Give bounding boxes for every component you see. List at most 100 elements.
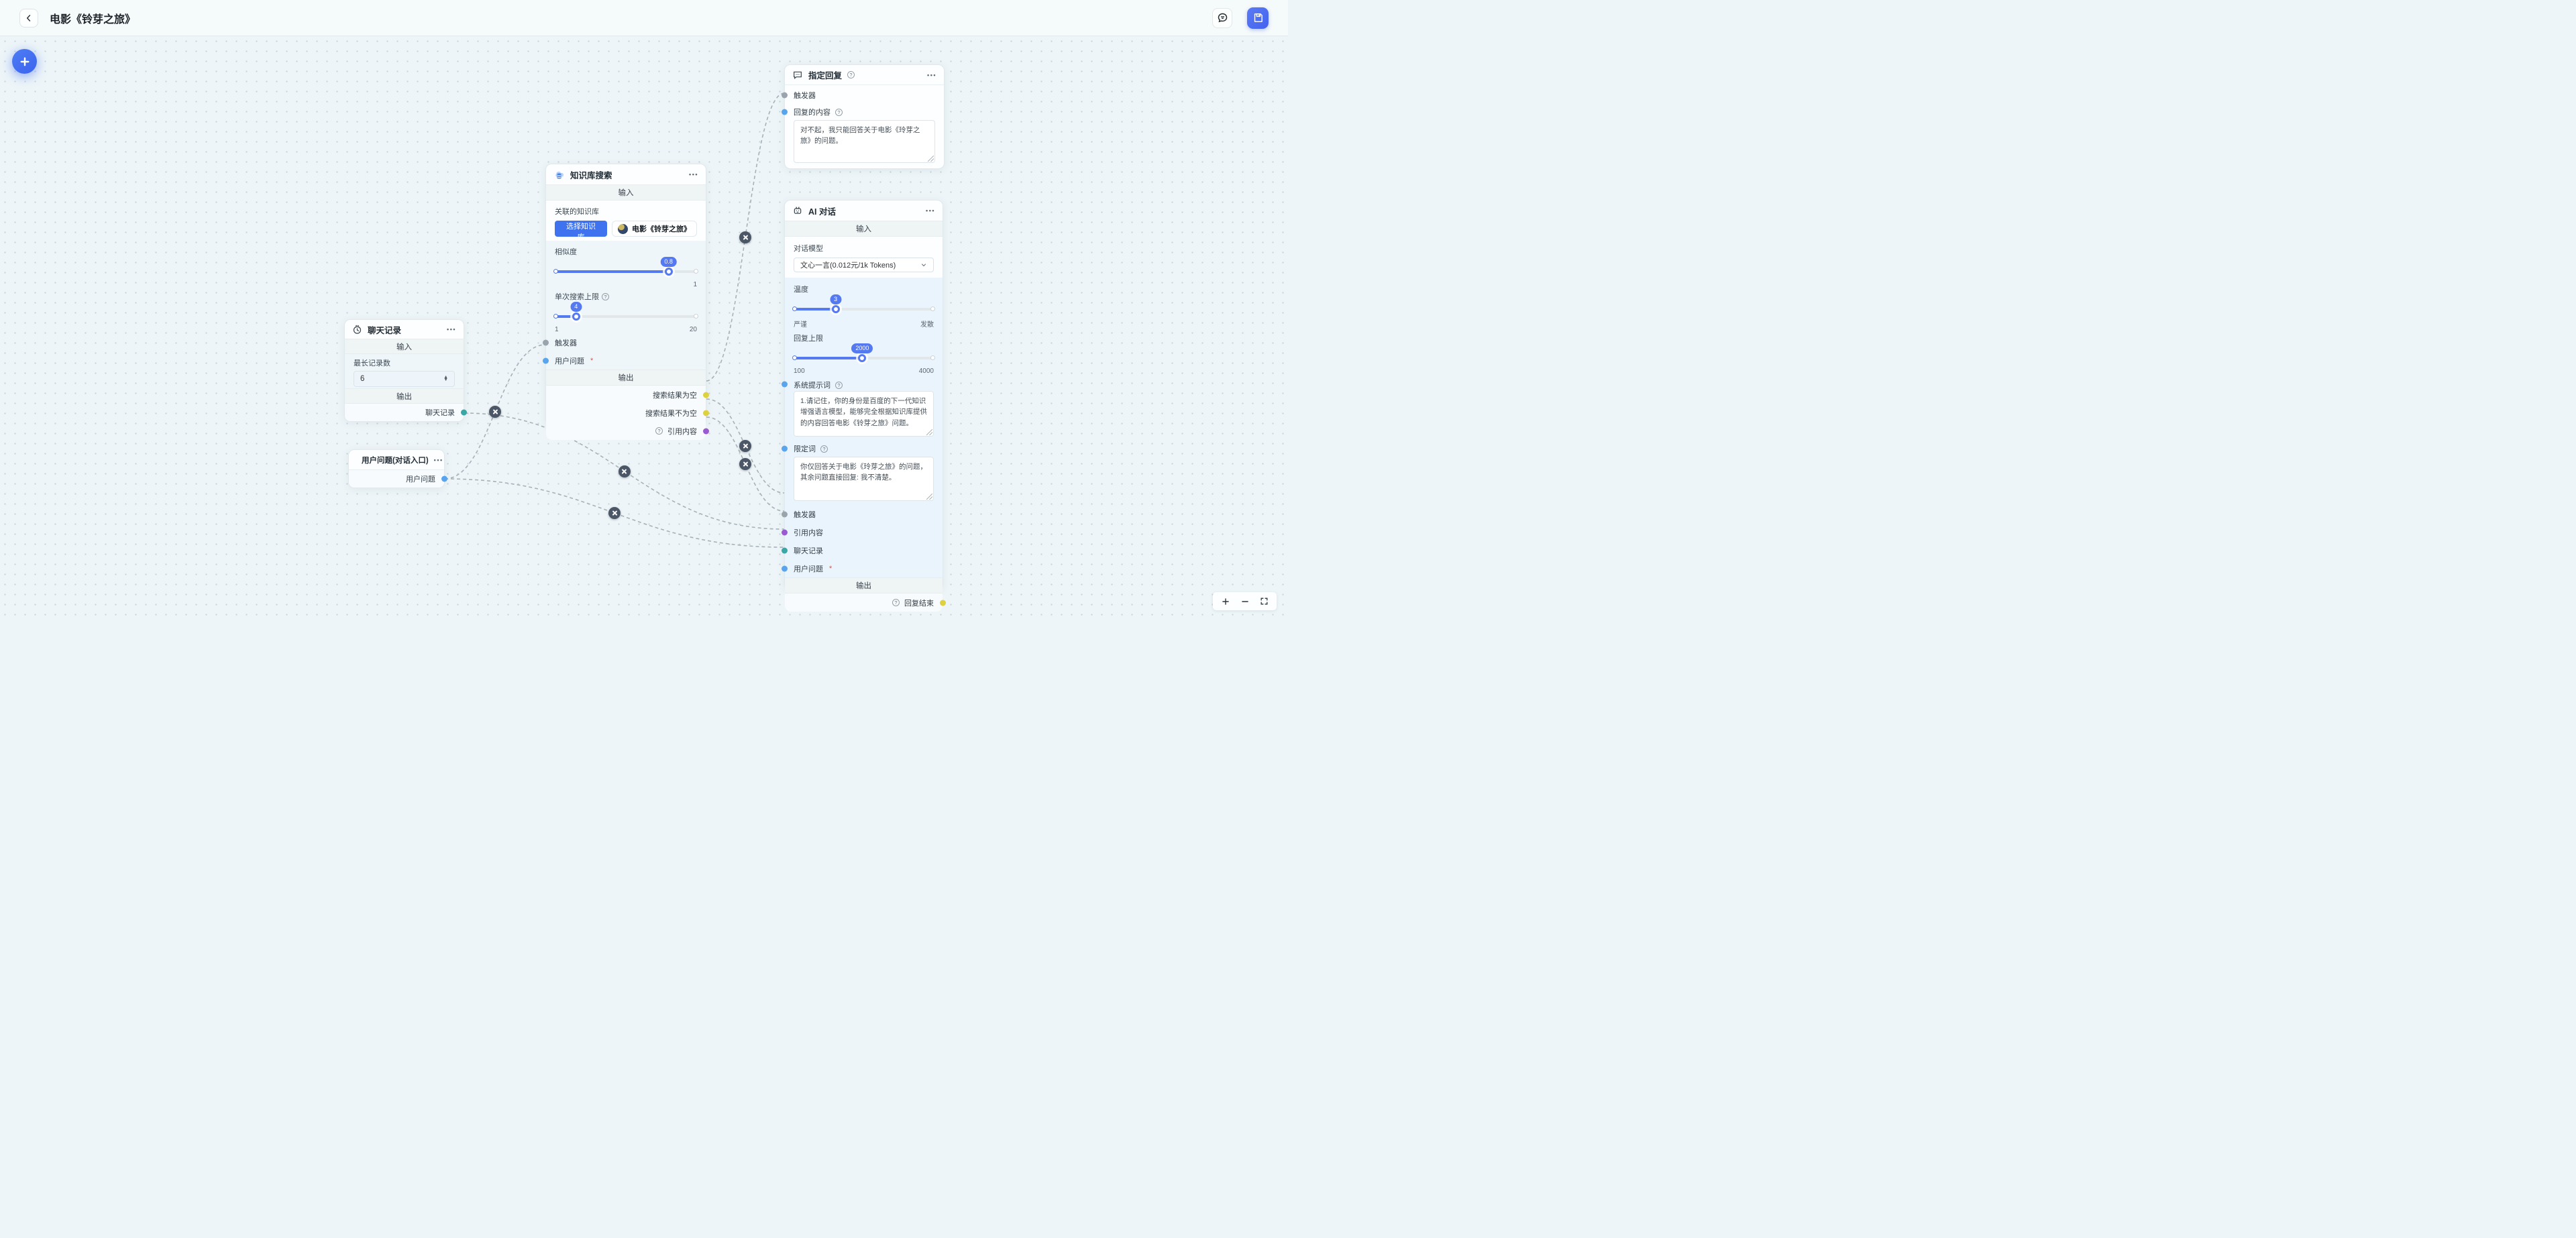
- input-port-system-prompt[interactable]: [782, 381, 788, 388]
- help-icon[interactable]: ?: [892, 599, 900, 606]
- node-fixed-reply[interactable]: 指定回复 ? ••• 触发器 回复的内容 ? 对不起，我只能回答关于电影《玲芽之…: [782, 64, 945, 169]
- search-limit-slider[interactable]: 4: [553, 302, 698, 325]
- help-icon[interactable]: ?: [655, 427, 663, 435]
- input-port-chat-history[interactable]: [782, 547, 788, 553]
- node-kb-search[interactable]: 知识库搜索 ••• 输入 关联的知识库 选择知识库 电影《铃芽之旅》 相似度: [543, 164, 709, 440]
- kb-label: 关联的知识库: [555, 208, 599, 216]
- robot-icon: [794, 207, 802, 214]
- model-select[interactable]: 文心一言(0.012元/1k Tokens): [794, 258, 934, 272]
- stepper-down-icon[interactable]: ▼: [443, 378, 448, 382]
- node-user-question[interactable]: 用户问题(对话入口) ••• 用户问题: [348, 449, 447, 488]
- input-port-qualifier[interactable]: [782, 445, 788, 452]
- number-stepper[interactable]: ▲▼: [443, 375, 448, 382]
- search-limit-label: 单次搜索上限: [555, 293, 599, 301]
- input-port-reply-content[interactable]: [782, 109, 788, 115]
- node-menu-button[interactable]: •••: [927, 71, 936, 78]
- disconnect-connection-button[interactable]: [739, 231, 751, 243]
- save-button[interactable]: [1247, 7, 1269, 29]
- back-button[interactable]: [19, 8, 38, 27]
- reply-limit-max-label: 4000: [918, 368, 934, 375]
- input-port-trigger[interactable]: [782, 92, 788, 99]
- node-menu-button[interactable]: •••: [447, 326, 456, 333]
- node-menu-button[interactable]: •••: [689, 171, 698, 178]
- clock-icon: [353, 325, 362, 334]
- save-floppy-icon: [1254, 13, 1263, 22]
- reply-limit-slider[interactable]: 2000: [792, 343, 935, 367]
- select-kb-button[interactable]: 选择知识库: [555, 221, 607, 241]
- slider-handle[interactable]: [572, 313, 580, 321]
- required-mark: *: [590, 356, 594, 365]
- kb-item-name: 电影《铃芽之旅》: [632, 225, 691, 233]
- node-menu-button[interactable]: •••: [926, 207, 935, 214]
- node-title: AI 对话: [808, 207, 836, 217]
- output-port-result-empty[interactable]: [703, 392, 709, 398]
- add-node-button[interactable]: [12, 49, 37, 74]
- max-records-label: 最长记录数: [354, 359, 390, 368]
- max-records-input[interactable]: 6 ▲▼: [354, 371, 455, 387]
- output-port-reply-end[interactable]: [940, 600, 946, 606]
- preview-chat-button[interactable]: [1212, 7, 1232, 28]
- qualifier-textarea[interactable]: 你仅回答关于电影《玲芽之旅》的问题，其余问题直接回复: 我不清楚。: [794, 457, 934, 501]
- port-label: 触发器: [794, 92, 816, 100]
- reply-content-textarea[interactable]: 对不起，我只能回答关于电影《玲芽之旅》的问题。: [794, 120, 935, 163]
- reply-limit-label: 回复上限: [794, 335, 823, 343]
- output-section-header: 输出: [546, 370, 706, 386]
- input-port-user-question[interactable]: [543, 357, 549, 363]
- disconnect-connection-button[interactable]: [489, 406, 501, 418]
- temperature-value-badge: 3: [830, 294, 842, 304]
- plus-icon: [1222, 598, 1229, 605]
- disconnect-connection-button[interactable]: [618, 465, 631, 477]
- output-port-chat-history[interactable]: [461, 409, 467, 416]
- search-limit-value-badge: 4: [570, 302, 582, 312]
- help-icon[interactable]: ?: [602, 292, 609, 300]
- node-ai-chat[interactable]: AI 对话 ••• 输入 对话模型 文心一言(0.012元/1k Tokens)…: [782, 200, 946, 612]
- port-label: 引用内容: [794, 528, 823, 537]
- plus-icon: [20, 57, 29, 66]
- input-port-trigger[interactable]: [782, 511, 788, 517]
- zoom-in-button[interactable]: [1217, 593, 1234, 610]
- output-port-result-not-empty[interactable]: [703, 410, 709, 416]
- help-icon[interactable]: ?: [847, 71, 855, 78]
- port-label: 聊天记录: [425, 409, 455, 417]
- slider-handle[interactable]: [664, 268, 673, 276]
- disconnect-connection-button[interactable]: [608, 507, 621, 519]
- system-prompt-textarea[interactable]: 1.请记住，你的身份是百度的下一代知识增强语言模型，能够完全根据知识库提供的内容…: [794, 391, 934, 437]
- slider-handle[interactable]: [831, 305, 840, 313]
- kb-item-chip[interactable]: 电影《铃芽之旅》: [612, 221, 697, 237]
- port-label: 引用内容: [667, 427, 697, 436]
- knowledge-base-icon: [555, 171, 564, 179]
- chevron-down-icon: [921, 264, 926, 267]
- input-port-quote-content[interactable]: [782, 529, 788, 535]
- node-chat-history[interactable]: 聊天记录 ••• 输入 最长记录数 6 ▲▼ 输出 聊天记录: [344, 319, 467, 422]
- help-icon[interactable]: ?: [835, 108, 843, 116]
- reply-bubble-icon: [794, 71, 802, 79]
- fit-view-icon: [1260, 598, 1268, 605]
- help-icon[interactable]: ?: [835, 381, 843, 389]
- port-label: 触发器: [555, 339, 577, 347]
- port-label: 限定词: [794, 445, 816, 453]
- output-section-header: 输出: [785, 577, 943, 594]
- temperature-slider[interactable]: 3: [792, 294, 935, 318]
- node-menu-button[interactable]: •••: [433, 456, 443, 463]
- input-port-trigger[interactable]: [543, 339, 549, 345]
- temperature-max-label: 发散: [920, 321, 934, 329]
- page-title: 电影《铃芽之旅》: [50, 13, 136, 25]
- slider-handle[interactable]: [858, 354, 867, 362]
- output-port-quote-content[interactable]: [703, 428, 709, 434]
- disconnect-connection-button[interactable]: [739, 458, 751, 470]
- help-icon[interactable]: ?: [820, 445, 828, 453]
- zoom-out-button[interactable]: [1236, 593, 1253, 610]
- fit-view-button[interactable]: [1256, 593, 1273, 610]
- disconnect-connection-button[interactable]: [739, 440, 751, 452]
- model-label: 对话模型: [794, 245, 823, 253]
- port-label: 用户问题: [794, 565, 823, 573]
- port-label: 触发器: [794, 510, 816, 519]
- input-section-header: 输入: [345, 339, 464, 354]
- similarity-slider[interactable]: 0.8: [553, 257, 698, 280]
- output-port-user-question[interactable]: [441, 475, 447, 482]
- flow-canvas[interactable]: 聊天记录 ••• 输入 最长记录数 6 ▲▼ 输出 聊天记录 用户问题(对话入口…: [0, 36, 1288, 619]
- input-port-user-question[interactable]: [782, 565, 788, 571]
- input-section-header: 输入: [546, 184, 706, 201]
- port-label: 搜索结果为空: [653, 391, 697, 400]
- reply-limit-value-badge: 2000: [851, 343, 873, 353]
